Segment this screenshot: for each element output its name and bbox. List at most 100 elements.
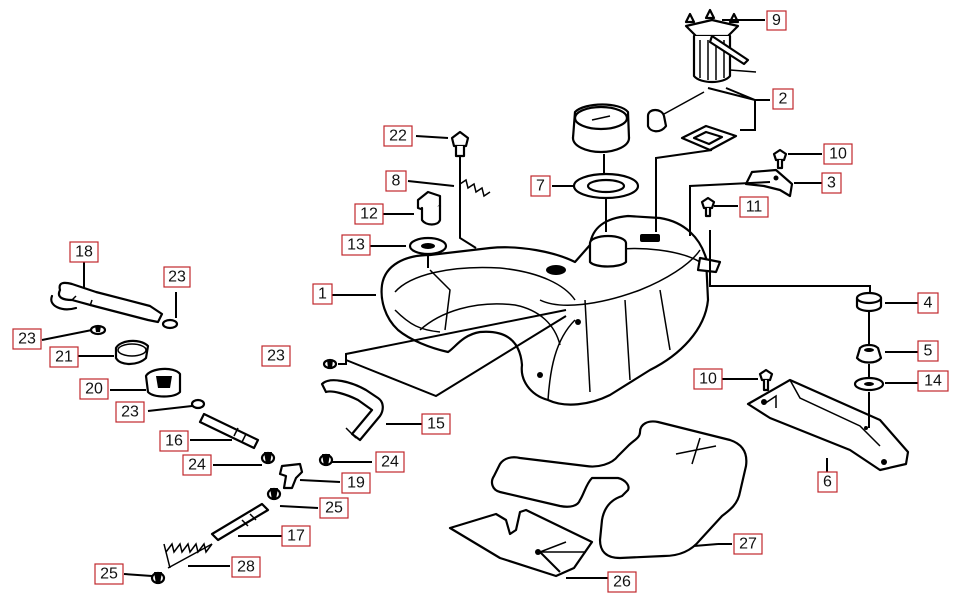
callout-17: 17	[281, 525, 311, 547]
callout-10-lower: 10	[693, 368, 723, 390]
clip-24-a	[260, 451, 276, 465]
callout-14: 14	[917, 370, 949, 392]
callout-3: 3	[821, 172, 842, 194]
mounting-bracket-6	[746, 378, 910, 472]
bolt-10-upper	[772, 148, 788, 170]
svg-text:15: 15	[427, 416, 445, 433]
svg-text:7: 7	[536, 178, 545, 195]
spring-28	[163, 542, 213, 569]
svg-text:3: 3	[827, 175, 836, 192]
callout-1: 1	[312, 283, 333, 305]
svg-text:20: 20	[85, 381, 103, 398]
svg-text:10: 10	[699, 371, 717, 388]
svg-text:11: 11	[746, 199, 763, 216]
tank-pad-27	[490, 420, 748, 560]
svg-text:28: 28	[237, 559, 255, 576]
svg-text:4: 4	[924, 295, 933, 312]
svg-text:23: 23	[18, 331, 36, 348]
callout-13: 13	[341, 234, 371, 256]
svg-text:23: 23	[168, 269, 186, 286]
callout-28: 28	[231, 556, 261, 578]
callout-27: 27	[733, 533, 763, 555]
callout-26: 26	[607, 571, 637, 593]
callout-23-b: 23	[12, 328, 42, 350]
svg-text:25: 25	[325, 500, 343, 517]
svg-text:27: 27	[739, 536, 757, 553]
callout-15: 15	[421, 413, 451, 435]
svg-text:24: 24	[188, 457, 206, 474]
valve-20	[144, 367, 182, 398]
callout-25-b: 25	[94, 563, 124, 585]
svg-text:5: 5	[924, 343, 933, 360]
callout-5: 5	[917, 340, 939, 362]
hose-15	[320, 379, 384, 442]
rubber-mount-4	[855, 291, 883, 313]
callout-12: 12	[354, 203, 384, 225]
svg-text:10: 10	[829, 146, 847, 163]
svg-text:19: 19	[347, 475, 365, 492]
clip-23-c	[190, 398, 206, 410]
svg-text:17: 17	[287, 528, 305, 545]
callout-8: 8	[385, 170, 407, 192]
fuel-pump-gasket	[680, 124, 738, 152]
svg-text:22: 22	[389, 128, 407, 145]
svg-text:24: 24	[381, 454, 399, 471]
callout-4: 4	[917, 292, 939, 314]
callout-11: 11	[739, 196, 769, 218]
collar-5	[855, 343, 883, 364]
callout-6: 6	[817, 471, 838, 493]
callout-21: 21	[49, 346, 79, 368]
svg-text:2: 2	[779, 91, 788, 108]
clip-23-a	[161, 318, 179, 330]
pump-outlet-fitting	[646, 91, 705, 133]
svg-text:26: 26	[613, 574, 631, 591]
svg-text:23: 23	[121, 404, 139, 421]
filter-21	[114, 339, 150, 366]
callout-23-d: 23	[261, 345, 291, 367]
svg-text:21: 21	[55, 349, 73, 366]
callout-2: 2	[772, 88, 794, 110]
svg-text:14: 14	[924, 373, 942, 390]
svg-text:16: 16	[165, 433, 183, 450]
washer-14	[853, 376, 885, 392]
callout-24-b: 24	[375, 451, 405, 473]
svg-text:9: 9	[772, 12, 781, 29]
tee-19	[278, 462, 304, 490]
svg-text:25: 25	[100, 566, 118, 583]
callout-22: 22	[383, 125, 413, 147]
hose-17	[210, 502, 270, 542]
filler-cap-gasket	[572, 172, 640, 200]
callout-23-c: 23	[115, 401, 145, 423]
callout-18: 18	[69, 241, 99, 263]
callout-10-upper: 10	[823, 143, 853, 165]
callout-9: 9	[766, 10, 787, 31]
clip-25-b	[150, 571, 166, 585]
callout-7: 7	[530, 175, 551, 197]
hose-16	[198, 412, 260, 450]
leader-lines	[41, 19, 918, 579]
bolt-22	[450, 130, 470, 158]
callout-25-a: 25	[319, 497, 349, 519]
callout-16: 16	[159, 430, 189, 452]
svg-text:6: 6	[823, 474, 832, 491]
clip-24-b	[318, 453, 334, 467]
breather-hose-18	[50, 281, 164, 324]
spring-8	[459, 178, 491, 198]
bolt-10-lower	[758, 368, 774, 392]
svg-text:12: 12	[360, 206, 378, 223]
tank-pad-26	[448, 508, 594, 578]
svg-text:13: 13	[347, 237, 365, 254]
clip-25-a	[266, 487, 282, 501]
callout-24-a: 24	[182, 454, 212, 476]
svg-text:8: 8	[392, 173, 401, 190]
svg-text:1: 1	[318, 286, 327, 303]
callout-23-a: 23	[163, 266, 191, 288]
clip-23-b	[89, 324, 107, 336]
bolt-11	[700, 196, 716, 218]
clip-23-d	[322, 358, 338, 370]
svg-text:18: 18	[75, 244, 93, 261]
fuel-tank	[380, 214, 722, 406]
callout-19: 19	[341, 472, 371, 494]
